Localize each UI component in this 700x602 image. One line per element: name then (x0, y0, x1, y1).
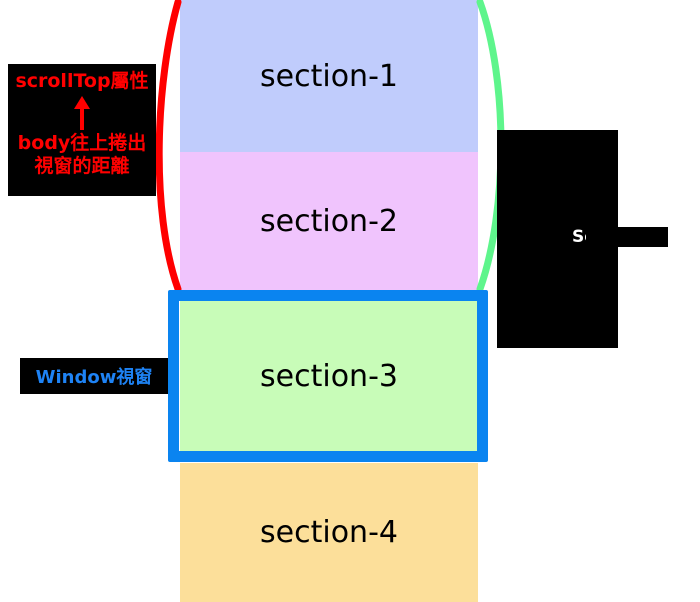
section-4-block: section-4 (180, 463, 478, 602)
window-callout-label: Window視窗 (35, 367, 153, 388)
up-arrow-icon (74, 96, 90, 130)
scrolltop-callout-line-2: body往上捲出 (17, 132, 147, 154)
scrolltop-callout: scrollTop屬性 body往上捲出 視窗的距離 (8, 64, 156, 196)
section-1-block: section-1 (180, 0, 478, 152)
section-2-label: section-2 (260, 203, 398, 239)
scrolltop-callout-line-1: scrollTop屬性 (15, 70, 149, 92)
section-3-block: section-3 (180, 300, 478, 452)
window-callout: Window視窗 (20, 358, 168, 394)
section-2-block: section-2 (180, 152, 478, 290)
section-4-label: section-4 (260, 515, 398, 550)
scrolltop-callout-line-3: 視窗的距離 (34, 155, 130, 177)
scrollheight-label-occlusion (586, 227, 668, 247)
section-1-label: section-1 (260, 58, 398, 94)
red-arc-icon (155, 0, 182, 293)
window-viewport-frame (168, 290, 488, 462)
section-3-label: section-3 (260, 358, 398, 394)
